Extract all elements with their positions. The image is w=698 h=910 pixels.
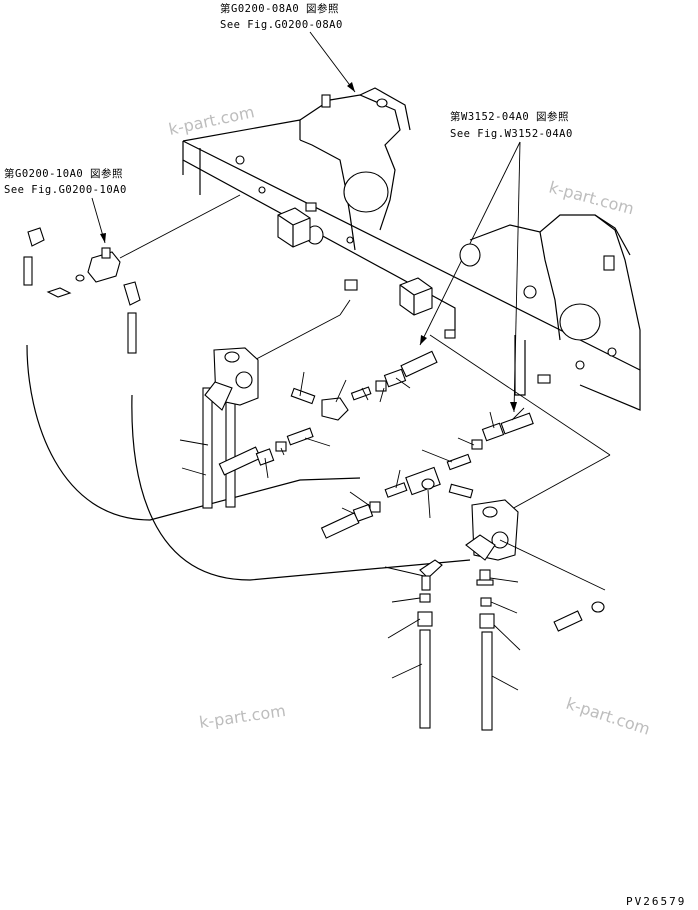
reference-right-jp: 第W3152-04A0 図参照 xyxy=(450,110,569,123)
fittings-lower xyxy=(417,559,495,731)
reference-top-en: See Fig.G0200-08A0 xyxy=(220,19,343,31)
reference-left-en: See Fig.G0200-10A0 xyxy=(4,184,127,196)
frame-assembly xyxy=(182,87,641,411)
part-leaders xyxy=(264,371,525,691)
watermark-top: k-part.com xyxy=(167,102,256,139)
watermark-bottom-right: k-part.com xyxy=(564,694,653,739)
valve-right xyxy=(465,499,606,632)
tubes-left xyxy=(23,256,471,581)
leader-lines xyxy=(119,194,611,511)
reference-left: 第G0200-10A0 図参照 See Fig.G0200-10A0 xyxy=(4,167,127,196)
reference-top: 第G0200-08A0 図参照 See Fig.G0200-08A0 xyxy=(220,2,343,31)
fittings-middle xyxy=(255,350,534,539)
reference-right: 第W3152-04A0 図参照 See Fig.W3152-04A0 xyxy=(450,110,573,140)
drawing-code: PV26579 xyxy=(626,895,686,908)
watermark-bottom-left: k-part.com xyxy=(198,701,287,732)
reference-top-jp: 第G0200-08A0 図参照 xyxy=(220,2,339,15)
reference-right-en: See Fig.W3152-04A0 xyxy=(450,128,573,140)
bracket-left xyxy=(27,227,141,306)
watermark-right: k-part.com xyxy=(547,178,636,219)
reference-left-jp: 第G0200-10A0 図参照 xyxy=(4,167,123,180)
valve-left xyxy=(179,347,262,509)
